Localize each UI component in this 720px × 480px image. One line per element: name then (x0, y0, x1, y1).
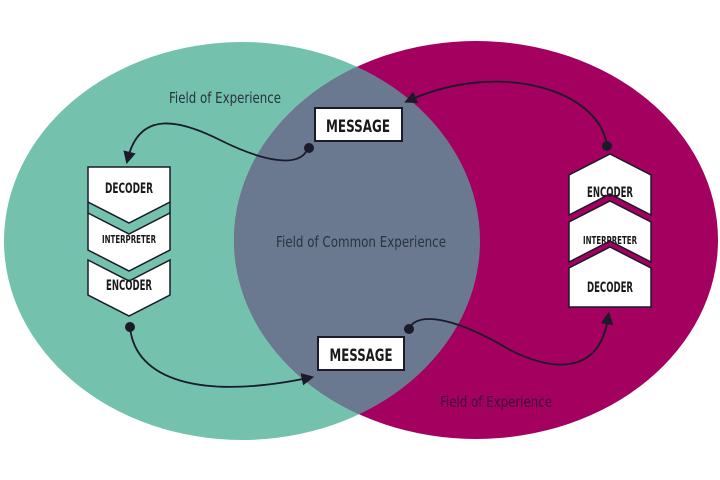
left-interpreter-block: INTERPRETER (87, 202, 171, 272)
left-encoder-dot (125, 322, 135, 332)
right-encoder-label: ENCODER (587, 185, 633, 201)
connector-message-to-right-decoder (408, 311, 614, 366)
left-decoder-block: DECODER (87, 166, 171, 224)
left-field-label: Field of Experience (169, 89, 281, 107)
right-encoder-block: ENCODER (568, 153, 652, 217)
connector-left-encoder-to-message (129, 326, 315, 388)
left-decoder-label: DECODER (105, 181, 153, 197)
right-field-label: Field of Experience (440, 393, 552, 411)
connectors (123, 80, 614, 388)
right-stack: DECODER INTERPRETER ENCODER (568, 153, 652, 308)
left-encoder-label: ENCODER (106, 278, 152, 294)
right-interpreter-label: INTERPRETER (583, 234, 637, 247)
top-message-dot (304, 143, 314, 153)
top-message-box: MESSAGE (314, 107, 403, 142)
right-encoder-dot (602, 141, 612, 151)
left-encoder-block: ENCODER (87, 258, 171, 317)
right-decoder-block: DECODER (568, 246, 652, 308)
common-field-label: Field of Common Experience (276, 233, 446, 251)
connector-right-encoder-to-message (404, 80, 608, 147)
bottom-message-dot (404, 324, 414, 334)
bottom-message-label: MESSAGE (330, 346, 393, 366)
right-interpreter-block: INTERPRETER (568, 200, 652, 264)
connector-message-to-left-decoder (123, 122, 309, 165)
left-stack: DECODER INTERPRETER ENCODER (87, 166, 171, 317)
right-decoder-label: DECODER (587, 280, 633, 296)
left-interpreter-label: INTERPRETER (102, 233, 156, 246)
top-message-label: MESSAGE (326, 117, 390, 137)
bottom-message-box: MESSAGE (317, 336, 405, 371)
